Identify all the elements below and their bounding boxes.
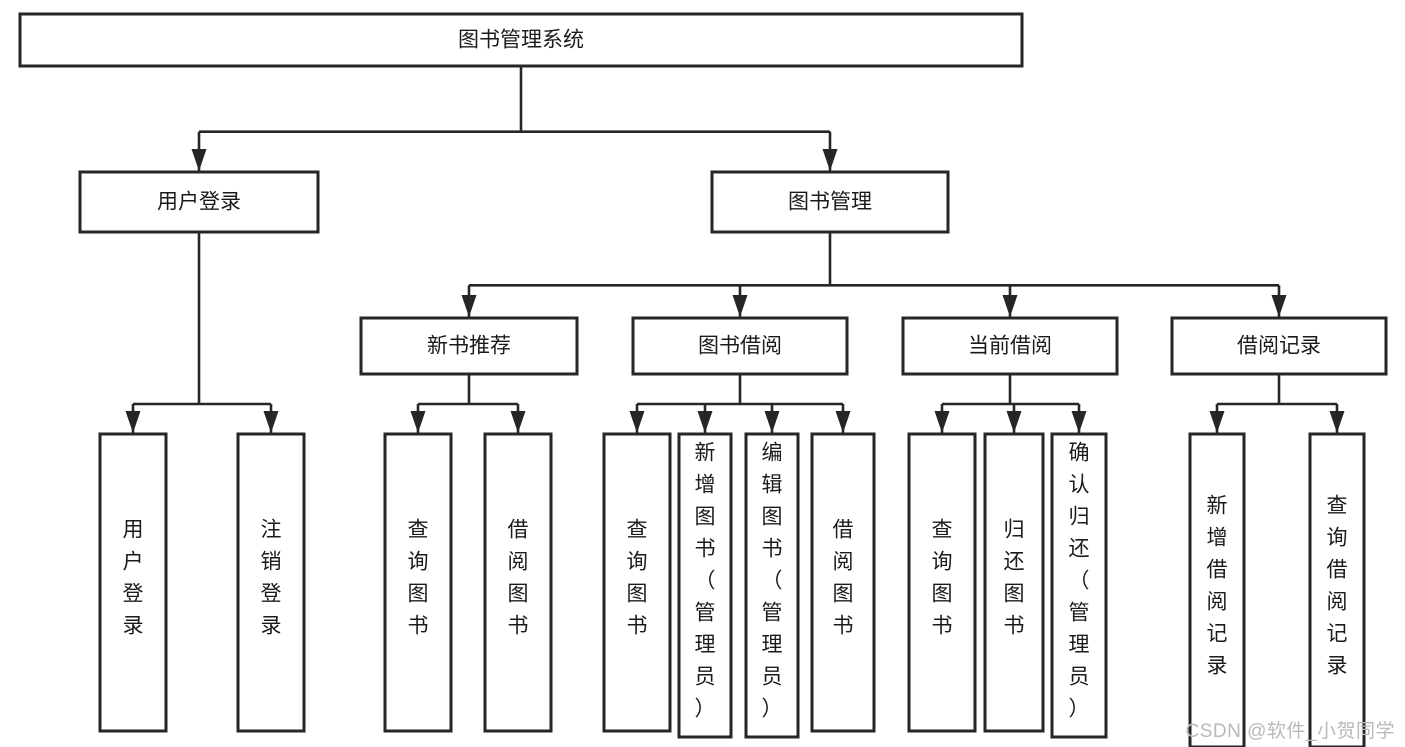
connector-group-user-login [125, 232, 279, 433]
node-box-leaf-return-book [983, 432, 1045, 733]
arrow-head-icon [1002, 295, 1018, 317]
arrow-head-icon [510, 411, 526, 433]
node-box-leaf-add-book-admin [677, 432, 733, 739]
arrow-head-icon [835, 411, 851, 433]
arrow-head-icon [764, 411, 780, 433]
node-label-leaf-return-book: 归还图书 [1004, 519, 1025, 638]
node-layer: 图书管理系统用户登录图书管理新书推荐图书借阅当前借阅借阅记录用户登录注销登录查询… [18, 12, 1388, 747]
node-leaf-return-book[interactable]: 归还图书 [983, 432, 1045, 733]
node-leaf-user-logout[interactable]: 注销登录 [236, 432, 306, 733]
node-label-leaf-query-book-3: 查询图书 [932, 519, 953, 638]
node-label-leaf-add-borrow-record: 新增借阅记录 [1207, 495, 1228, 678]
arrow-head-icon [1071, 411, 1087, 433]
node-current-borrow[interactable]: 当前借阅 [901, 316, 1119, 376]
node-label-leaf-user-login: 用户登录 [123, 519, 144, 638]
node-box-leaf-borrow-book-1 [483, 432, 553, 733]
connector-layer [125, 66, 1345, 433]
node-label-leaf-add-book-admin: 新增图书（管理员） [695, 442, 716, 721]
node-label-leaf-edit-book-admin: 编辑图书（管理员） [762, 442, 783, 721]
node-new-book-recommend[interactable]: 新书推荐 [359, 316, 579, 376]
node-leaf-edit-book-admin[interactable]: 编辑图书（管理员） [744, 432, 800, 739]
node-label-leaf-query-book-1: 查询图书 [408, 519, 429, 638]
node-leaf-borrow-book-2[interactable]: 借阅图书 [810, 432, 876, 733]
node-label-root: 图书管理系统 [458, 29, 584, 52]
connector-group-book-management [461, 232, 1287, 317]
node-box-leaf-query-book-2 [602, 432, 672, 733]
arrow-head-icon [822, 149, 838, 171]
arrow-head-icon [629, 411, 645, 433]
arrow-head-icon [1006, 411, 1022, 433]
node-box-leaf-edit-book-admin [744, 432, 800, 739]
node-leaf-query-book-2[interactable]: 查询图书 [602, 432, 672, 733]
arrow-head-icon [410, 411, 426, 433]
node-box-leaf-query-borrow-record [1308, 432, 1366, 747]
node-box-book-management [710, 170, 950, 234]
node-label-leaf-query-borrow-record: 查询借阅记录 [1327, 495, 1348, 678]
node-box-current-borrow [901, 316, 1119, 376]
node-borrow-record[interactable]: 借阅记录 [1170, 316, 1388, 376]
node-label-new-book-recommend: 新书推荐 [427, 335, 511, 358]
node-root[interactable]: 图书管理系统 [18, 12, 1024, 68]
node-box-leaf-user-login [98, 432, 168, 733]
node-label-book-management: 图书管理 [788, 191, 872, 214]
node-box-borrow-record [1170, 316, 1388, 376]
node-label-borrow-record: 借阅记录 [1237, 335, 1321, 358]
node-label-leaf-confirm-return-admin: 确认归还（管理员） [1069, 442, 1090, 721]
node-leaf-query-book-3[interactable]: 查询图书 [907, 432, 977, 733]
connector-group-new-book-recommend [410, 374, 526, 433]
connector-group-current-borrow [934, 374, 1087, 433]
arrow-head-icon [461, 295, 477, 317]
connector-group-borrow-record [1209, 374, 1345, 433]
arrow-head-icon [697, 411, 713, 433]
node-label-leaf-borrow-book-1: 借阅图书 [508, 519, 529, 638]
node-box-new-book-recommend [359, 316, 579, 376]
node-leaf-confirm-return-admin[interactable]: 确认归还（管理员） [1050, 432, 1108, 739]
node-book-management[interactable]: 图书管理 [710, 170, 950, 234]
node-box-leaf-borrow-book-2 [810, 432, 876, 733]
arrow-head-icon [1271, 295, 1287, 317]
arrow-head-icon [1209, 411, 1225, 433]
connector-group-book-borrow [629, 374, 851, 433]
node-label-current-borrow: 当前借阅 [968, 335, 1052, 358]
node-box-leaf-add-borrow-record [1188, 432, 1246, 747]
node-leaf-query-borrow-record[interactable]: 查询借阅记录 [1308, 432, 1366, 747]
arrow-head-icon [732, 295, 748, 317]
node-label-user-login: 用户登录 [157, 191, 241, 214]
node-label-book-borrow: 图书借阅 [698, 335, 782, 358]
node-box-leaf-user-logout [236, 432, 306, 733]
arrow-head-icon [125, 411, 141, 433]
connector-group-root [191, 66, 838, 171]
arrow-head-icon [263, 411, 279, 433]
arrow-head-icon [934, 411, 950, 433]
watermark-text: CSDN @软件_小贺同学 [1185, 721, 1395, 742]
node-leaf-add-book-admin[interactable]: 新增图书（管理员） [677, 432, 733, 739]
node-label-leaf-user-logout: 注销登录 [261, 519, 282, 638]
node-label-leaf-query-book-2: 查询图书 [627, 519, 648, 638]
node-box-leaf-query-book-1 [383, 432, 453, 733]
node-leaf-borrow-book-1[interactable]: 借阅图书 [483, 432, 553, 733]
node-box-root [18, 12, 1024, 68]
node-leaf-user-login[interactable]: 用户登录 [98, 432, 168, 733]
node-user-login[interactable]: 用户登录 [78, 170, 320, 234]
node-box-user-login [78, 170, 320, 234]
node-label-leaf-borrow-book-2: 借阅图书 [833, 519, 854, 638]
node-box-leaf-query-book-3 [907, 432, 977, 733]
node-box-leaf-confirm-return-admin [1050, 432, 1108, 739]
node-leaf-add-borrow-record[interactable]: 新增借阅记录 [1188, 432, 1246, 747]
arrow-head-icon [1329, 411, 1345, 433]
node-box-book-borrow [631, 316, 849, 376]
node-leaf-query-book-1[interactable]: 查询图书 [383, 432, 453, 733]
node-book-borrow[interactable]: 图书借阅 [631, 316, 849, 376]
arrow-head-icon [191, 149, 207, 171]
